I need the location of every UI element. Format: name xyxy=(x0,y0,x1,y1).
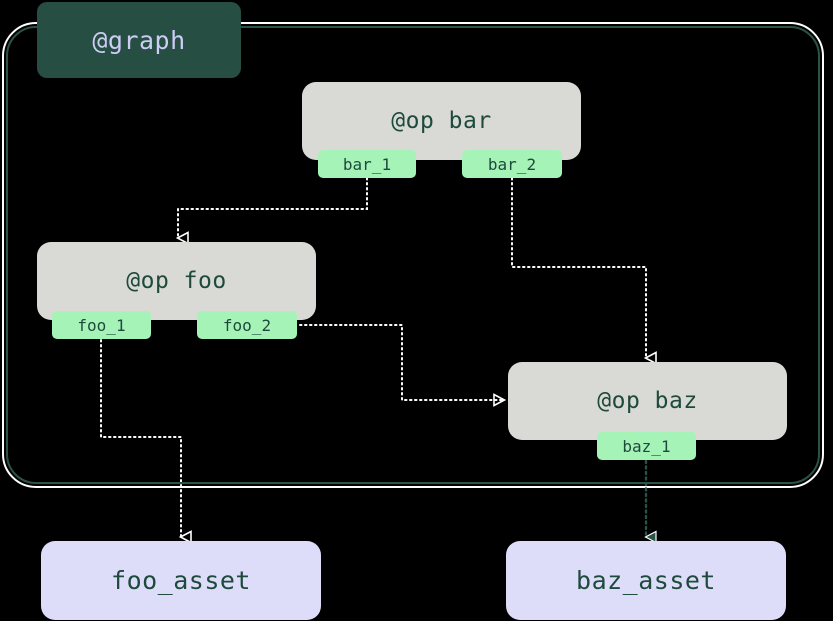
output-port-bar-2[interactable]: bar_2 xyxy=(462,150,562,178)
output-port-baz-1[interactable]: baz_1 xyxy=(597,432,696,460)
output-port-foo-2-label: foo_2 xyxy=(222,315,272,335)
op-node-foo-label: @op foo xyxy=(126,268,227,294)
op-node-baz-label: @op baz xyxy=(597,388,698,414)
op-node-foo[interactable]: @op foo xyxy=(37,242,316,320)
output-port-bar-1-label: bar_1 xyxy=(342,154,392,174)
output-port-bar-2-label: bar_2 xyxy=(487,154,537,174)
asset-node-foo-asset[interactable]: foo_asset xyxy=(41,541,321,620)
output-port-baz-1-label: baz_1 xyxy=(622,436,671,456)
op-node-bar[interactable]: @op bar xyxy=(302,82,581,160)
asset-node-foo-asset-label: foo_asset xyxy=(111,566,251,595)
graph-title-label: @graph xyxy=(92,25,186,55)
asset-node-baz-asset[interactable]: baz_asset xyxy=(506,541,786,620)
op-node-baz[interactable]: @op baz xyxy=(508,362,787,440)
output-port-bar-1[interactable]: bar_1 xyxy=(318,150,416,178)
graph-title-badge[interactable]: @graph xyxy=(37,2,241,78)
output-port-foo-1[interactable]: foo_1 xyxy=(52,311,151,339)
asset-node-baz-asset-label: baz_asset xyxy=(576,566,716,595)
subgraph-container-outer-border xyxy=(2,22,824,488)
output-port-foo-2[interactable]: foo_2 xyxy=(197,311,297,339)
output-port-foo-1-label: foo_1 xyxy=(77,315,126,335)
op-node-bar-label: @op bar xyxy=(391,108,492,134)
subgraph-container-inner-border xyxy=(6,26,820,484)
